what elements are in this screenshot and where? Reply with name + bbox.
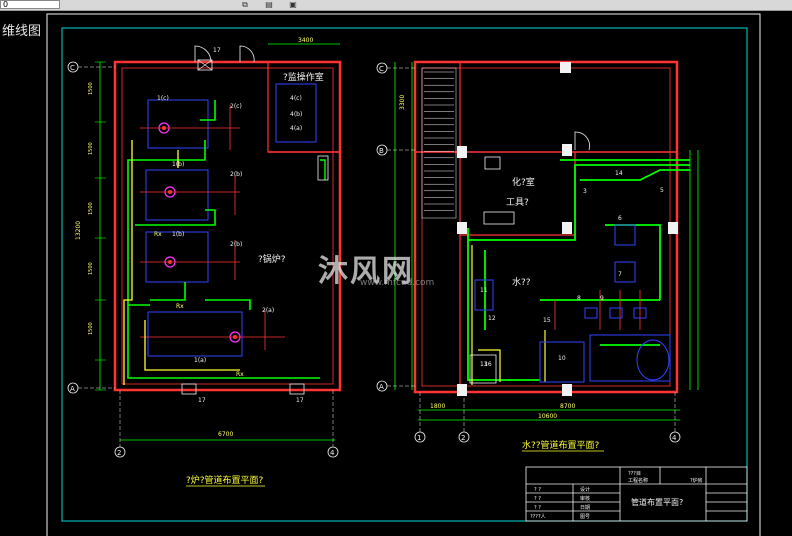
dim-bottom-a: 1800 <box>430 403 445 410</box>
right-plan-title: 水??管道布置平面? <box>522 439 600 451</box>
copy-icon[interactable]: ⧉ <box>242 0 248 9</box>
svg-text:17: 17 <box>296 397 304 404</box>
axis-a-left: A <box>70 385 75 393</box>
tb-project-name: 工程名称 <box>628 477 648 484</box>
svg-text:Rx: Rx <box>154 231 162 238</box>
svg-text:Rx: Rx <box>176 303 184 310</box>
mark-13: 13 <box>480 361 488 368</box>
tb-row-0: ? ? <box>534 487 541 493</box>
left-plan-title: ?炉?管道布置平面? <box>186 474 264 486</box>
tb-row-3: ????人 <box>530 514 546 520</box>
dim-left: 13200 <box>75 221 82 240</box>
room-label-tools: 工具? <box>506 197 529 208</box>
mark-6: 6 <box>618 215 622 222</box>
svg-text:1(b): 1(b) <box>172 231 184 238</box>
axis-c-left: C <box>70 64 75 72</box>
tb-col-0: 设计 <box>580 486 590 493</box>
folder-icon[interactable]: ▣ <box>289 0 297 9</box>
axis-1-right: 1 <box>417 434 421 442</box>
tb-project-row: ???目 <box>628 471 641 477</box>
paste-icon[interactable]: ▤ <box>265 0 273 9</box>
tb-project-value: ?炉房 <box>690 477 703 484</box>
svg-text:1500: 1500 <box>88 262 94 275</box>
svg-text:Rx: Rx <box>236 371 244 378</box>
tb-col-1: 审核 <box>580 495 590 502</box>
dim-bottom-b: 8700 <box>560 403 575 410</box>
svg-text:2(a): 2(a) <box>262 307 274 314</box>
room-label-lab: 化?室 <box>512 176 535 188</box>
mark-7: 7 <box>618 271 622 278</box>
mark-16: 16 <box>484 361 492 368</box>
mark-5: 5 <box>660 187 664 194</box>
svg-text:1500: 1500 <box>88 82 94 95</box>
left-floor-plan: 1500 1500 1500 1500 1500 13200 3400 6700… <box>67 37 342 487</box>
axis-c-right: C <box>379 65 384 73</box>
axis-b-right: B <box>379 147 384 155</box>
svg-text:2(c): 2(c) <box>230 103 242 110</box>
mark-15: 15 <box>543 317 551 324</box>
mark-12: 12 <box>488 315 496 322</box>
watermark-url: www.mfcad.com <box>360 278 435 288</box>
mark-11: 11 <box>480 287 488 294</box>
svg-text:4(c): 4(c) <box>290 95 302 102</box>
svg-text:4(a): 4(a) <box>290 125 302 132</box>
axis-a-right: A <box>379 383 384 391</box>
axis-2-right: 2 <box>461 434 465 442</box>
dim-left-right: 3300 <box>399 95 406 110</box>
mark-10: 10 <box>558 355 566 362</box>
title-block <box>525 466 748 522</box>
view-label: 维线图 <box>2 24 42 39</box>
boiler-room-label: ?锅炉? <box>258 253 286 265</box>
mark-14: 14 <box>615 170 623 177</box>
axis-2-left: 2 <box>117 449 121 457</box>
svg-text:1(b): 1(b) <box>172 161 184 168</box>
watermark: 沐风网 <box>318 254 414 289</box>
svg-text:17: 17 <box>213 47 221 54</box>
toolbar: 0 ⧉ ▤ ▣ <box>0 0 792 11</box>
tb-drawing-title: 管道布置平面? <box>631 497 683 507</box>
dim-top: 3400 <box>298 37 313 44</box>
room-label-water: 水?? <box>512 276 531 288</box>
svg-text:2(b): 2(b) <box>230 171 242 178</box>
layer-combo[interactable]: 0 <box>0 0 60 9</box>
tb-col-3: 图号 <box>580 514 590 520</box>
mark-9: 9 <box>600 295 604 302</box>
svg-text:4(b): 4(b) <box>290 111 302 118</box>
control-room-label: ?监操作室 <box>283 71 324 83</box>
svg-text:17: 17 <box>198 397 206 404</box>
mark-8: 8 <box>577 295 581 302</box>
tb-col-2: 日期 <box>580 505 590 511</box>
axis-4-right: 4 <box>672 434 677 442</box>
svg-text:1(c): 1(c) <box>157 95 169 102</box>
dim-bottom: 6700 <box>218 431 233 438</box>
dim-bottom-total: 10600 <box>538 413 557 420</box>
svg-text:1500: 1500 <box>88 142 94 155</box>
mark-3: 3 <box>583 188 587 195</box>
tb-row-2: ? ? <box>534 505 541 511</box>
svg-text:1500: 1500 <box>88 322 94 335</box>
axis-4-left: 4 <box>330 449 335 457</box>
svg-text:1(a): 1(a) <box>194 357 206 364</box>
svg-text:2(b): 2(b) <box>230 241 242 248</box>
svg-text:1500: 1500 <box>88 202 94 215</box>
tb-row-1: ? ? <box>534 496 541 502</box>
right-floor-plan: 3300 1800 8700 10600 C B A <box>376 60 699 452</box>
